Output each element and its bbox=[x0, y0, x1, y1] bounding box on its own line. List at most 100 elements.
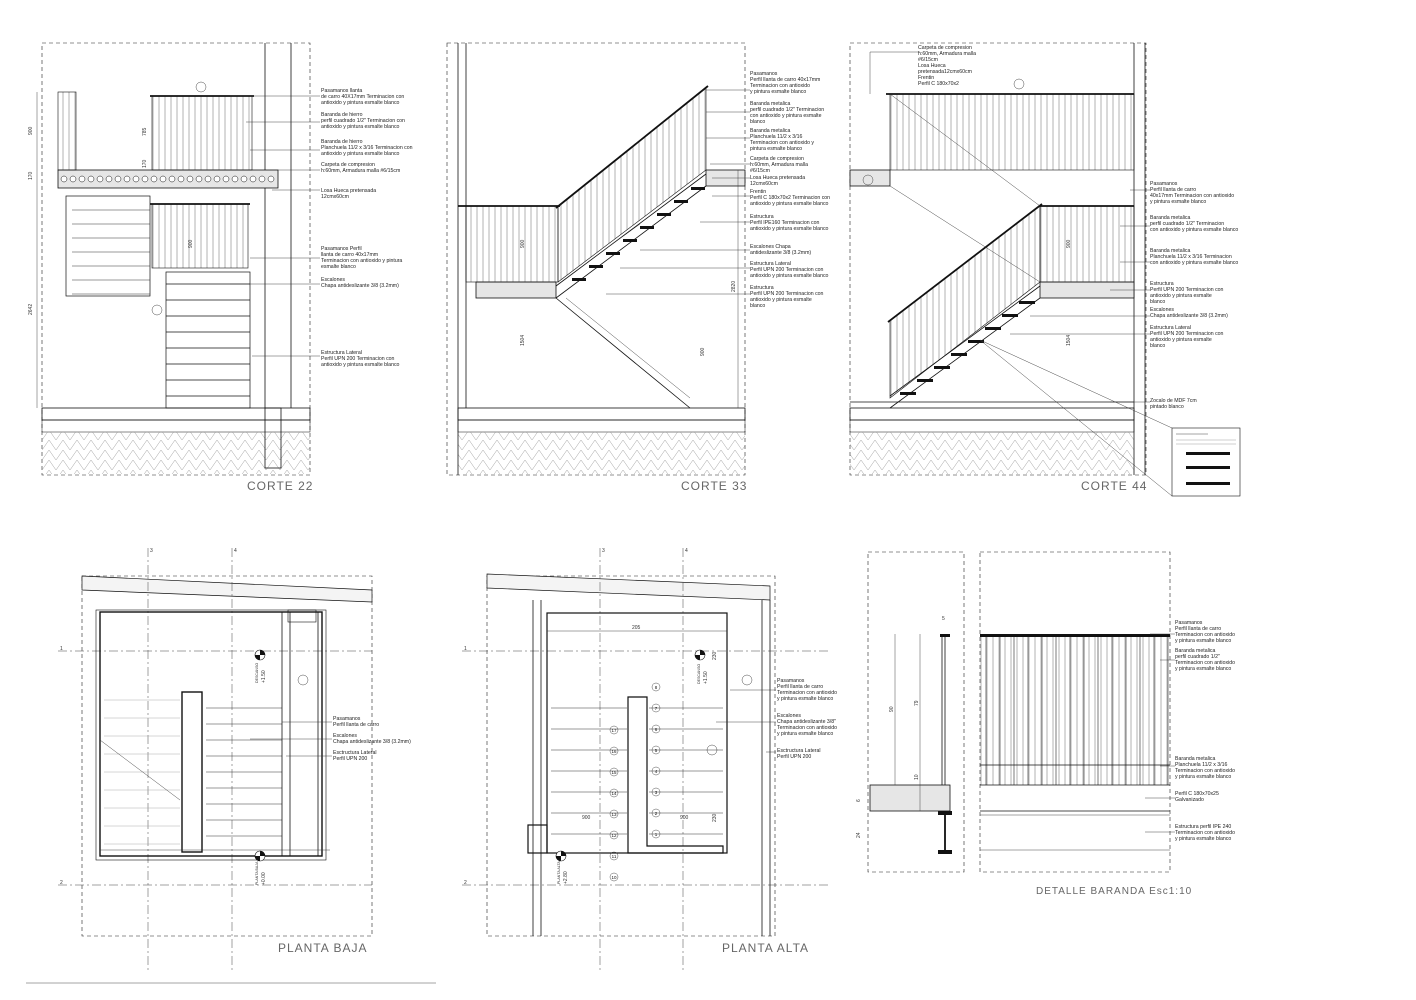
planta-alta-title: PLANTA ALTA bbox=[722, 941, 809, 955]
tread bbox=[572, 278, 586, 281]
tread bbox=[623, 239, 637, 242]
slab-core bbox=[177, 175, 185, 183]
dim-230b: 230 bbox=[712, 813, 718, 822]
dim-205: 205 bbox=[632, 625, 641, 631]
pa-axis-2: 2 bbox=[464, 880, 467, 886]
pa-axis-1: 1 bbox=[464, 646, 467, 652]
dim-170: 170 bbox=[28, 171, 34, 180]
planta-baja-plan: +1.50 DESCANSO +0.00 PLANTA BAJA Pasaman… bbox=[58, 548, 411, 970]
dim-900e: 900 bbox=[1066, 239, 1072, 248]
step-number: 3 bbox=[655, 790, 658, 795]
tread bbox=[985, 327, 1001, 330]
slab-core bbox=[123, 175, 131, 183]
dim-900d: 900 bbox=[700, 347, 706, 356]
dim-24: 24 bbox=[856, 832, 862, 838]
slab-core bbox=[240, 175, 248, 183]
dim-900b: 900 bbox=[188, 239, 194, 248]
step-marker bbox=[651, 703, 661, 713]
slab-core bbox=[141, 175, 149, 183]
corte-33-title: CORTE 33 bbox=[681, 479, 747, 493]
pa-level-lower-sub: PLANTA ALTA bbox=[557, 861, 561, 884]
pb-level-lower: +0.00 bbox=[261, 872, 267, 885]
step-number: 17 bbox=[611, 728, 617, 733]
step-marker bbox=[651, 766, 661, 776]
pb-axis-3: 3 bbox=[150, 548, 153, 554]
pb-axis-1: 1 bbox=[60, 646, 63, 652]
slab-core bbox=[96, 175, 104, 183]
step-marker bbox=[609, 830, 619, 840]
step-marker bbox=[609, 725, 619, 735]
step-number: 2 bbox=[655, 811, 658, 816]
level-marker-lower: +2.80 PLANTA ALTA bbox=[555, 850, 569, 884]
stair-treads bbox=[551, 707, 723, 835]
step-marker bbox=[609, 872, 619, 882]
stair-flight-lines bbox=[72, 209, 150, 295]
pa-axis-3: 3 bbox=[602, 548, 605, 554]
dim-90: 90 bbox=[889, 706, 895, 712]
step-number: 13 bbox=[611, 812, 617, 817]
slab-core bbox=[60, 175, 68, 183]
tread bbox=[951, 353, 967, 356]
rail-posts bbox=[985, 637, 1169, 785]
pa-level-lower: +2.80 bbox=[563, 871, 569, 884]
slab-core bbox=[87, 175, 95, 183]
step-marker bbox=[651, 745, 661, 755]
step-number: 12 bbox=[611, 833, 617, 838]
slab-core bbox=[231, 175, 239, 183]
slab-core bbox=[69, 175, 77, 183]
pb-level-lower-sub: PLANTA BAJA bbox=[255, 861, 259, 885]
pb-level-upper-sub: DESCANSO bbox=[255, 663, 259, 683]
slab-core bbox=[222, 175, 230, 183]
corte-22-section: 900 170 2642 785 170 900 Pasamanos llant… bbox=[28, 42, 413, 493]
dim-900g: 900 bbox=[680, 815, 689, 821]
slab-core bbox=[78, 175, 86, 183]
step-number: 8 bbox=[655, 685, 658, 690]
stair-steps bbox=[900, 301, 1035, 395]
step-number: 15 bbox=[611, 770, 617, 775]
tread bbox=[640, 226, 654, 229]
tread bbox=[589, 265, 603, 268]
tread bbox=[691, 187, 705, 190]
step-marker bbox=[609, 851, 619, 861]
tread bbox=[674, 200, 688, 203]
step-number: 6 bbox=[655, 727, 658, 732]
slab-core bbox=[168, 175, 176, 183]
dim-2642: 2642 bbox=[28, 304, 34, 315]
step-number: 16 bbox=[611, 749, 617, 754]
stair-steps bbox=[166, 283, 250, 397]
step-marker bbox=[651, 682, 661, 692]
tread bbox=[657, 213, 671, 216]
pb-level-upper: +1.50 bbox=[261, 670, 267, 683]
pa-level-upper-sub: DESCANSO bbox=[697, 664, 701, 684]
pb-axis-4: 4 bbox=[234, 548, 237, 554]
planta-baja-title: PLANTA BAJA bbox=[278, 941, 367, 955]
pa-axis-4: 4 bbox=[685, 548, 688, 554]
slab-core bbox=[258, 175, 266, 183]
